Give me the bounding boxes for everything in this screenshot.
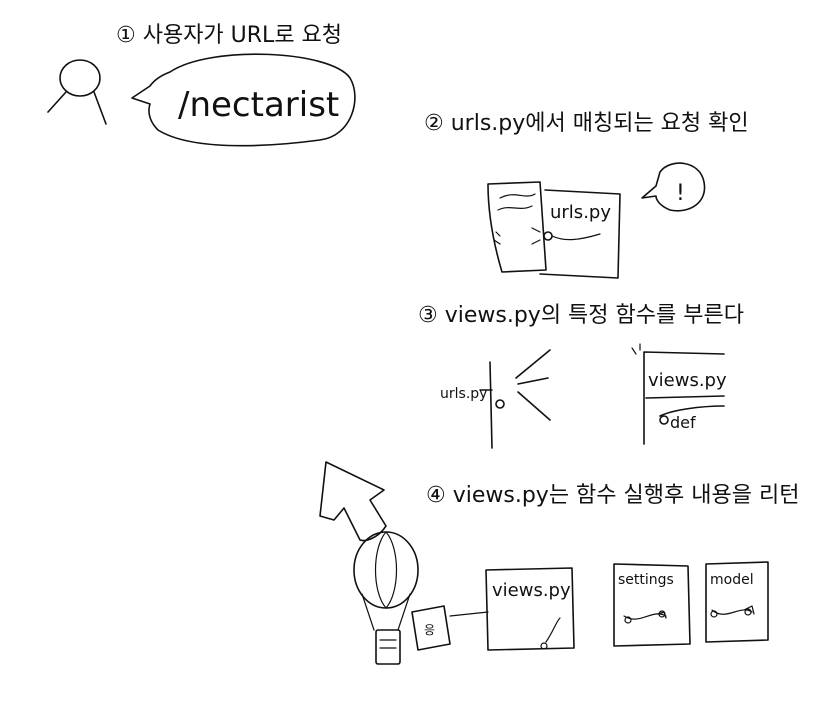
step2-label: ② urls.py에서 매칭되는 요청 확인 — [424, 111, 749, 136]
urls-call — [479, 349, 551, 449]
small-box — [411, 605, 489, 651]
step1-label: ① 사용자가 URL로 요청 — [116, 23, 342, 48]
speech-bubble — [131, 53, 356, 147]
views-doc-label: views.py — [648, 370, 727, 391]
step4-label: ④ views.py는 함수 실행후 내용을 리턴 — [426, 483, 799, 508]
user-figure — [47, 59, 107, 125]
model-label: model — [710, 572, 754, 588]
views-doc — [631, 343, 725, 445]
exclaim-bubble — [641, 162, 706, 212]
settings-label: settings — [618, 572, 674, 588]
arrow-up — [319, 461, 387, 542]
model-doc — [705, 561, 769, 643]
urls-doc-label: urls.py — [550, 202, 611, 223]
speech-text: /nectarist — [178, 85, 339, 125]
balloon — [353, 531, 419, 665]
small-box-text: 응 — [424, 623, 435, 637]
def-label: def — [670, 413, 696, 432]
settings-doc — [613, 563, 691, 647]
exclaim-text: ! — [676, 181, 685, 206]
step3-label: ③ views.py의 특정 함수를 부른다 — [418, 303, 744, 328]
views-doc-4 — [485, 567, 575, 651]
views-doc-4-label: views.py — [492, 580, 571, 601]
urls-small-label: urls.py — [440, 386, 487, 402]
urls-docs — [487, 181, 621, 279]
